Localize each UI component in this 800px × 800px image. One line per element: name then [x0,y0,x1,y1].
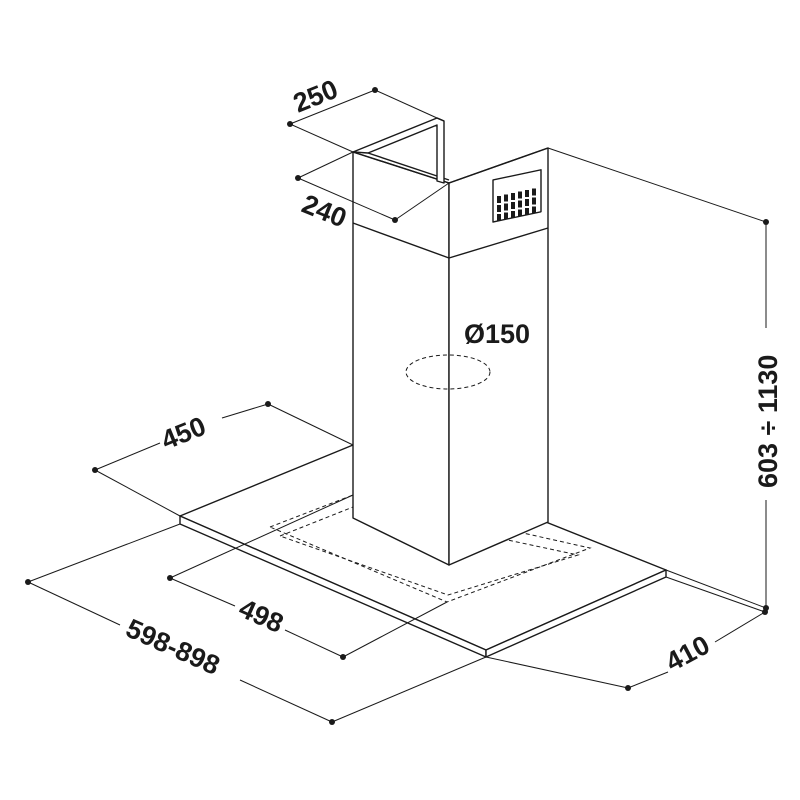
grille-slot [518,200,522,208]
dimension-chimney-width: 250 [289,74,342,119]
chimney [352,117,549,566]
grille-slot [532,188,536,196]
dimension-chimney-depth: 240 [298,189,351,234]
grille-slot [511,202,515,209]
grille-slot [511,193,515,200]
grille-slot [525,199,529,206]
grille-slot [497,214,501,221]
grille-slot [511,211,515,218]
dimension-lines [25,87,769,725]
grille-slot [497,196,501,203]
dimension-chimney-span: 498 [235,593,288,639]
grille-slot [532,206,536,214]
dimension-canopy-depth: 450 [157,411,210,456]
grille-slot [497,205,501,212]
vent-grille [492,169,542,223]
grille-slot [504,212,508,220]
grille-slot [504,194,508,202]
grille-slot [525,208,529,215]
grille-slot [532,197,536,205]
dimension-hood-depth: 410 [661,630,715,678]
grille-slot [518,209,522,217]
dimension-total-height: 603 ÷ 1130 [753,355,783,488]
grille-slot [504,203,508,211]
hidden-chimney-footprint [269,494,592,603]
grille-slot [525,190,529,197]
grille-slot [518,191,522,199]
dimension-duct-diameter: Ø150 [464,319,530,349]
dimension-canopy-width: 598-898 [122,613,225,681]
duct-outlet-ellipse [405,354,491,390]
